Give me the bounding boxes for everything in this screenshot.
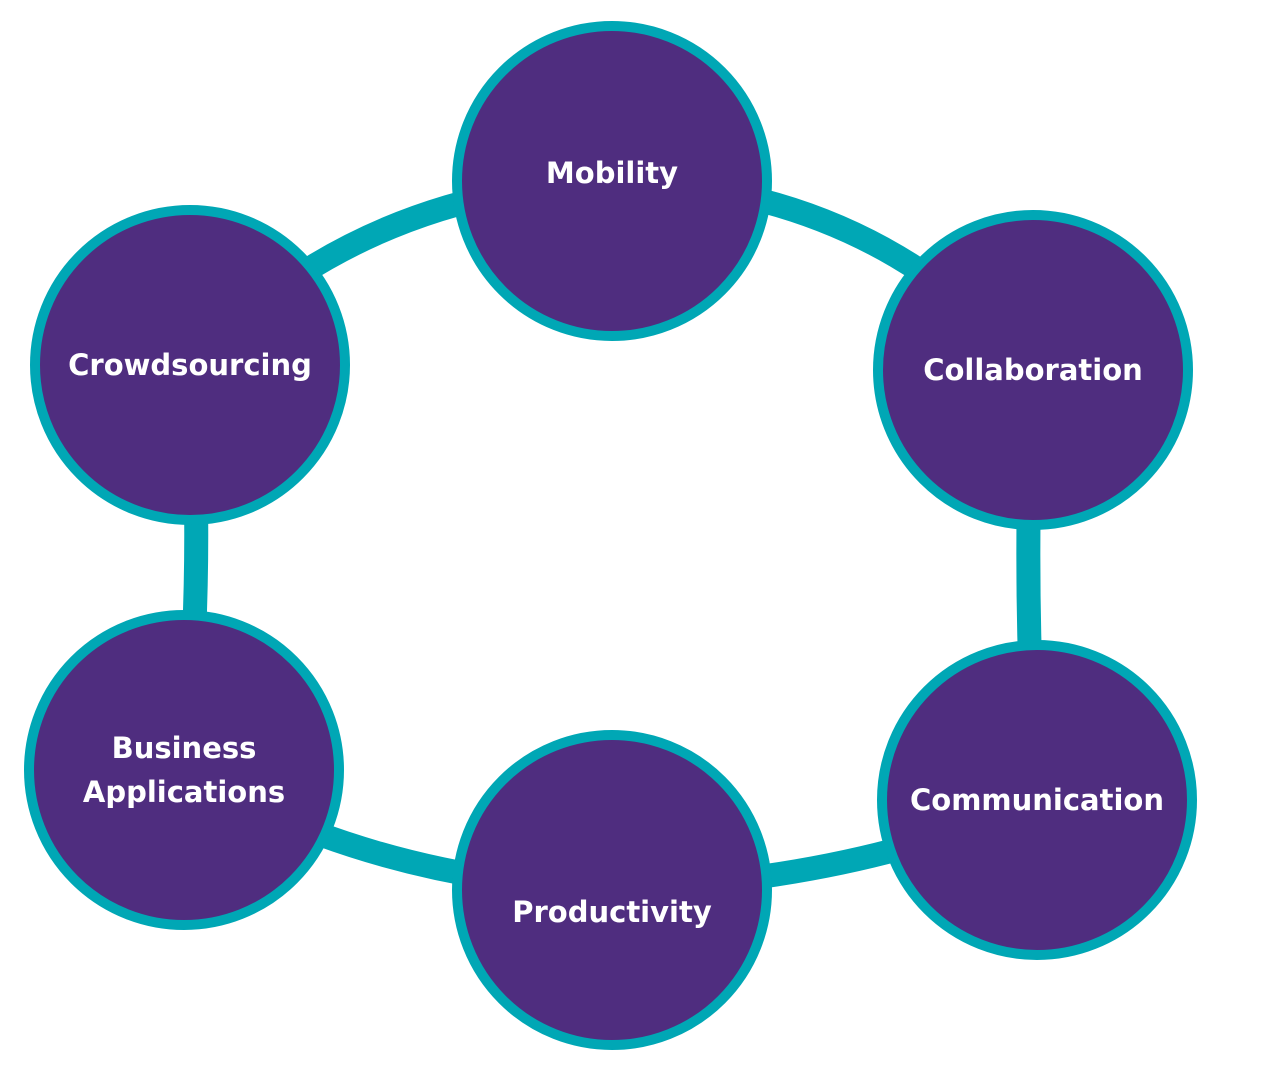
node-collaboration: Collaboration xyxy=(873,210,1193,530)
node-communication: Communication xyxy=(877,640,1197,960)
node-mobility: Mobility xyxy=(452,21,772,341)
node-productivity: Productivity xyxy=(452,730,772,1050)
node-label: Mobility xyxy=(545,156,679,190)
node-business-applications: Business Applications xyxy=(24,610,344,930)
node-label: Collaboration xyxy=(923,353,1143,387)
node-label: Crowdsourcing xyxy=(68,348,312,382)
node-label: Communication xyxy=(909,783,1164,817)
node-crowdsourcing: Crowdsourcing xyxy=(30,205,350,525)
node-label: Productivity xyxy=(512,895,712,929)
node-label: Business Applications xyxy=(82,731,286,809)
